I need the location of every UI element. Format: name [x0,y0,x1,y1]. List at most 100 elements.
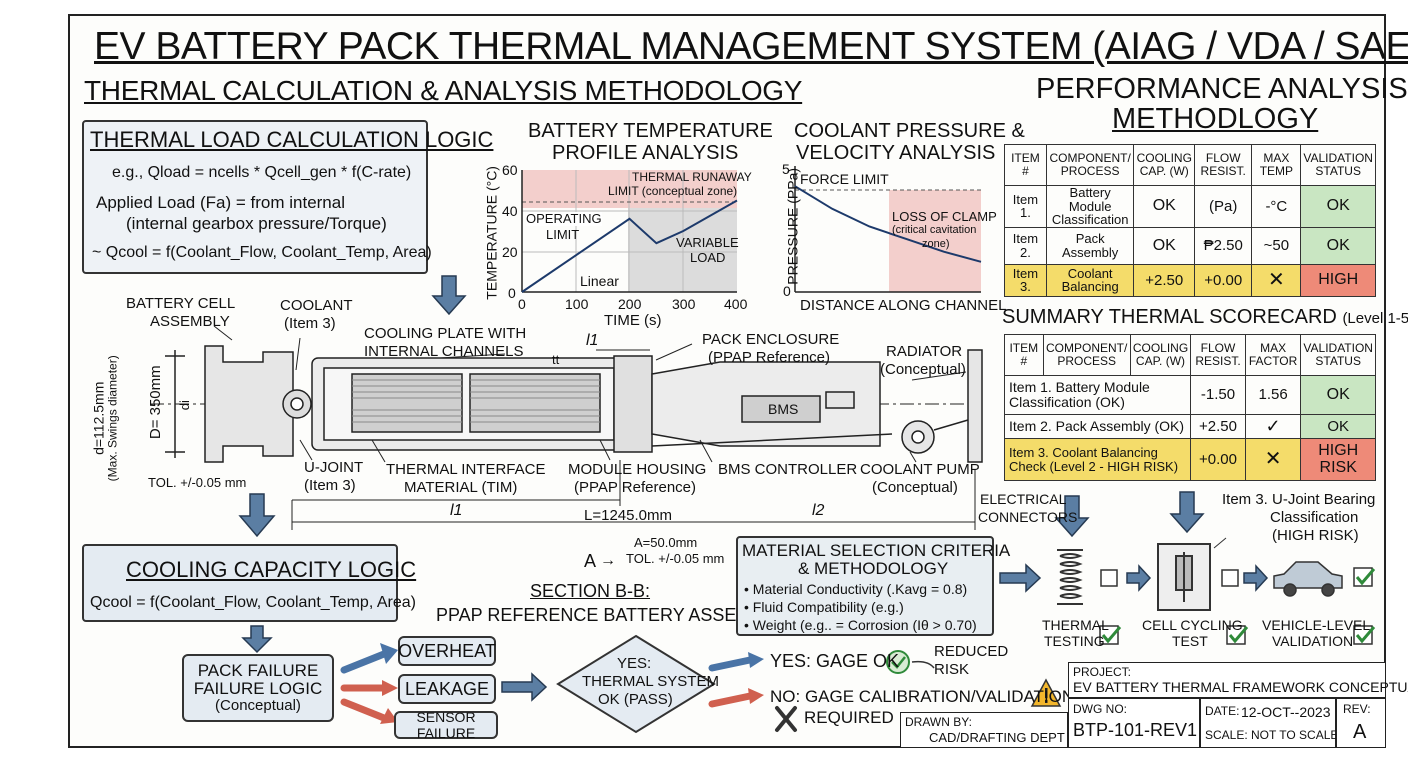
score-cell: ✕ [1244,438,1302,481]
thermal-testing-2: TESTING [1044,633,1105,649]
rev-label: REV: [1343,702,1371,716]
thermal-load-line3: (internal gearbox pressure/Torque) [126,214,387,233]
label-battery-cell-2: ASSEMBLY [150,313,230,330]
check-circle-icon [886,650,910,674]
temp-chart-title-1: BATTERY TEMPERATURE [528,120,773,142]
perf-cell: OK [1133,185,1196,228]
ujoint-note-2: Classification [1270,509,1359,526]
perf-heading-1: PERFORMANCE ANALYSIS [1036,73,1408,105]
cooling-capacity-formula: Qcool = f(Coolant_Flow, Coolant_Temp, Ar… [90,594,416,611]
down-arrow-icon [431,275,467,316]
label-tim-2: MATERIAL (TIM) [404,479,518,496]
material-box: MATERIAL SELECTION CRITERIA & METHODOLOG… [736,536,1010,636]
cell-cycling-2: TEST [1172,633,1208,649]
section-title-2: PPAP REFERENCE BATTERY ASSEMBLY [436,605,785,625]
sensor-arrow [340,698,388,722]
car-icon [1273,561,1343,597]
table-row: Item 1. Battery Module Classification OK… [1004,185,1376,228]
label-pump-1: COOLANT PUMP [860,461,980,478]
checkbox-icon [1100,569,1118,587]
no-gage-text: NO: GAGE CALIBRATION/VALIDATION [770,687,1075,706]
arrowhead-icon [380,708,398,724]
check-icon [1353,625,1376,645]
runaway-label-1: THERMAL RUNAWAY [632,170,752,184]
perf-header: VALIDATION STATUS [1300,144,1376,186]
perf-cell: Item 1. [1004,185,1047,228]
perf-cell: Pack Assembly [1045,226,1135,265]
thermal-load-line4: ~ Qcool = f(Coolant_Flow, Coolant_Temp, … [92,244,432,261]
label-cooling-plate-2: INTERNAL CHANNELS [364,343,524,360]
decision-line1: YES: [617,655,652,672]
perf-header: MAX TEMP [1251,144,1302,186]
check-icon [1226,625,1249,645]
temp-x-tick-400: 400 [724,296,748,312]
pack-failure-box: PACK FAILURE FAILURE LOGIC (Conceptual) [182,654,334,722]
score-header: VALIDATION STATUS [1300,334,1376,376]
label-electrical-2: CONNECTORS [978,509,1078,525]
score-header: ITEM # [1004,334,1044,376]
perf-status-cell: HIGH [1300,263,1376,297]
section-a-tol: TOL. +/-0.05 mm [626,551,725,566]
ujoint-note-3: (HIGH RISK) [1272,527,1359,544]
pressure-x-label: DISTANCE ALONG CHANNEL [800,297,1007,314]
dwg-value: BTP-101-REV1 [1073,720,1198,740]
clamp-label-2: (critical cavitation [892,224,977,236]
clamp-label-1: LOSS OF CLAMP [892,209,997,224]
rev-cell: REV: A [1336,698,1386,748]
checkbox-icon [1221,569,1239,587]
score-header-row: ITEM # COMPONENT/ PROCESS COOLING CAP. (… [1004,334,1376,376]
drawn-value: CAD/DRAFTING DEPT [929,730,1065,745]
material-title-2: & METHODOLOGY [798,559,949,578]
section-a-dim: A=50.0mm [634,535,698,550]
pack-failure-line1: PACK FAILURE [197,661,319,681]
label-pack-enclosure-1: PACK ENCLOSURE [702,331,840,348]
label-coolant-1: COOLANT [280,297,353,314]
score-status-cell: HIGH RISK [1300,438,1376,481]
score-cell: +0.00 [1190,438,1246,481]
force-limit-label: FORCE LIMIT [800,171,889,187]
spring-icon [1057,549,1083,605]
table-row: Item 3. Coolant Balancing +2.50 +0.00 ✕ … [1004,263,1376,297]
battery-assembly-drawing [150,325,983,530]
score-heading: SUMMARY THERMAL SCORECARD (Level 1-5 Sta… [1002,306,1408,328]
score-status-cell: OK [1300,414,1376,439]
material-bullet-3: • Weight (e.g.. = Corrosion (Iθ > 0.70) [744,617,977,633]
thermal-load-title: THERMAL LOAD CALCULATION LOGIC [90,127,494,152]
vehicle-validation-1: VEHICLE-LEVEL [1262,617,1371,633]
arrowhead-icon [748,688,764,704]
pressure-chart [794,166,982,293]
label-electrical-1: ELECTRICAL [980,491,1067,507]
scorecard-table: ITEM # COMPONENT/ PROCESS COOLING CAP. (… [1003,334,1376,481]
score-cell: 1.56 [1244,375,1302,415]
dim-d-line2: (Max. Swings diameter) [106,355,121,482]
right-arrow-icon [1243,564,1269,592]
temp-x-tick-0: 0 [518,296,526,312]
yes-gage-ok: YES: GAGE OK [770,651,900,671]
project-cell: PROJECT: EV BATTERY THERMAL FRAMEWORK CO… [1068,662,1408,698]
dwg-label: DWG NO: [1073,702,1127,716]
vehicle-validation-2: VALIDATION [1272,633,1354,649]
operating-label-1: OPERATING [526,211,602,227]
overheat-box: OVERHEAT [398,636,496,666]
perf-header: ITEM # [1004,144,1047,186]
perf-status-cell: OK [1300,185,1376,228]
score-header: COOLING CAP. (W) [1129,334,1192,376]
rev-value: A [1353,721,1367,743]
perf-cell: ~50 [1251,226,1302,265]
cooling-capacity-title: COOLING CAPACITY LOGIC [126,557,417,582]
perf-cell: Item 2. [1004,226,1047,265]
label-ujoint-1: U-JOINT [304,459,364,476]
check-icon [1353,567,1376,587]
label-pump-2: (Conceptual) [872,479,958,496]
label-module-1: MODULE HOUSING [568,461,707,478]
yes-arrow [708,656,754,672]
date-cell: DATE: 12-OCT--2023 SCALE: NOT TO SCALE [1200,698,1339,748]
table-row: Item 1. Battery Module Classification (O… [1003,375,1376,415]
scale-value: SCALE: NOT TO SCALE [1205,728,1339,742]
clamp-zone [889,190,981,292]
thermal-load-line2: Applied Load (Fa) = from internal [96,193,345,212]
variable-label-1: VARIABLE [676,235,739,250]
section-a-label: A [584,551,597,571]
dim-d-line1: d=112.5mm [90,381,107,455]
